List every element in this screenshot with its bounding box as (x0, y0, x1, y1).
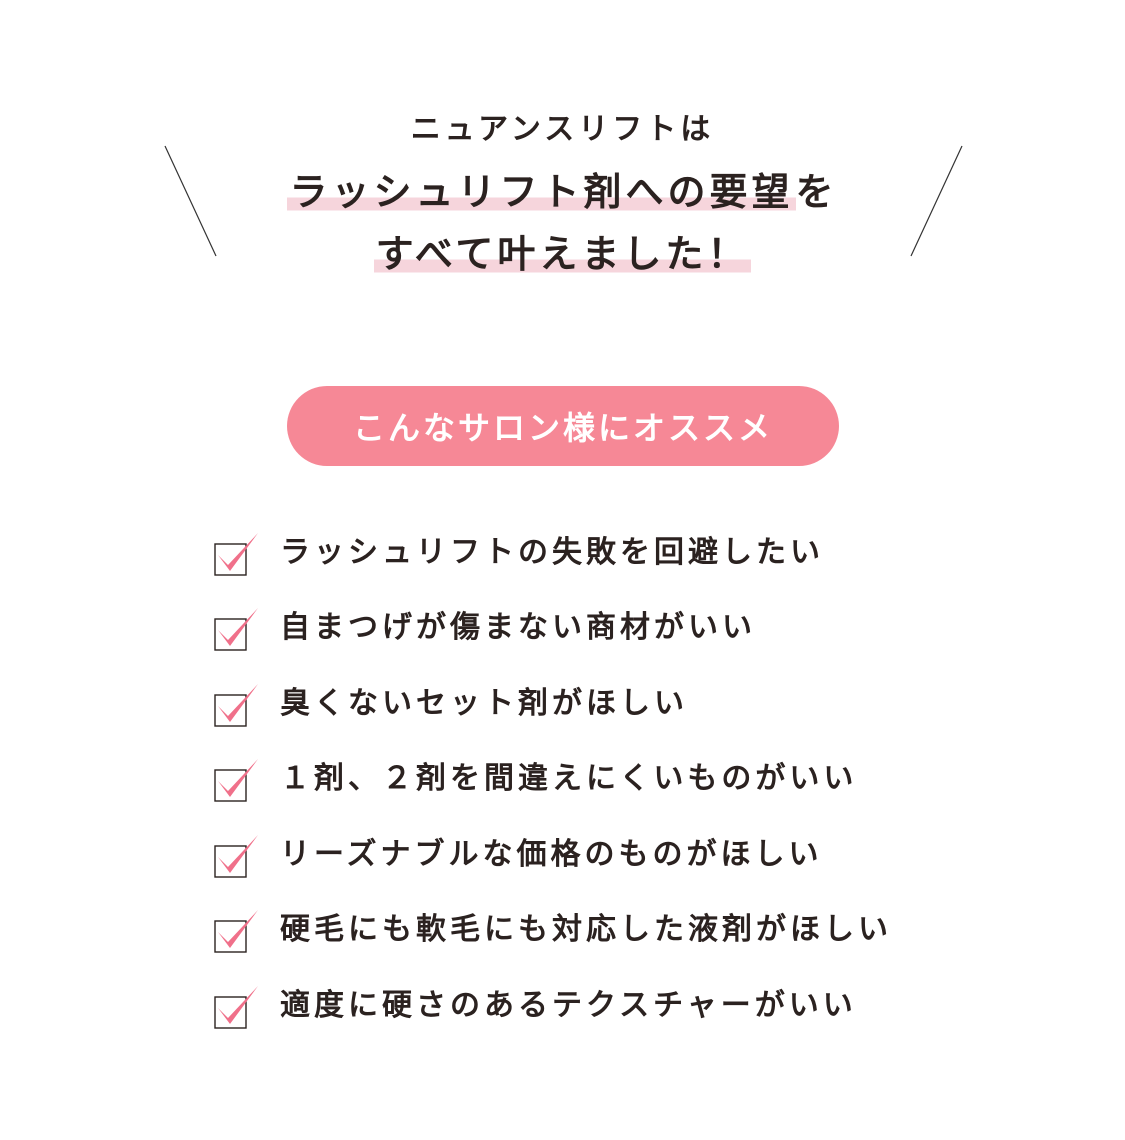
checkbox-checked-icon (210, 982, 258, 1030)
checkbox-checked-icon (210, 831, 258, 879)
checklist-item: ラッシュリフトの失敗を回避したい (210, 515, 892, 591)
headline-line-3: すべて叶えました！ (0, 226, 1125, 282)
checklist-item: 硬毛にも軟毛にも対応した液剤がほしい (210, 893, 892, 969)
checklist-item-label: 臭くないセット剤がほしい (280, 685, 688, 721)
checkbox-checked-icon (210, 906, 258, 954)
checklist-item: １剤、２剤を間違えにくいものがいい (210, 742, 892, 818)
recommendation-badge: こんなサロン様にオススメ (287, 386, 839, 466)
badge-label: こんなサロン様にオススメ (352, 409, 773, 447)
checklist-item: リーズナブルな価格のものがほしい (210, 817, 892, 893)
checkbox-checked-icon (210, 529, 258, 577)
checkbox-checked-icon (210, 680, 258, 728)
checklist-item-label: 自まつげが傷まない商材がいい (280, 610, 756, 646)
right-decorative-line (910, 145, 963, 257)
recommendation-checklist: ラッシュリフトの失敗を回避したい 自まつげが傷まない商材がいい 臭くないセット剤… (210, 515, 892, 1044)
checklist-item-label: 適度に硬さのあるテクスチャーがいい (280, 987, 857, 1023)
checklist-item: 自まつげが傷まない商材がいい (210, 591, 892, 667)
checkbox-checked-icon (210, 755, 258, 803)
headline-line-2-tail: を (795, 170, 838, 214)
left-decorative-line (164, 145, 963, 257)
checklist-item-label: 硬毛にも軟毛にも対応した液剤がほしい (280, 912, 892, 948)
checklist-item: 適度に硬さのあるテクスチャーがいい (210, 968, 892, 1044)
headline-highlight-2: すべて叶えました！ (373, 232, 752, 276)
checklist-item-label: リーズナブルな価格のものがほしい (280, 836, 823, 872)
headline-line-2: ラッシュリフト剤への要望を (0, 164, 1125, 220)
headline-line-1: ニュアンスリフトは (410, 112, 715, 147)
checklist-item-label: １剤、２剤を間違えにくいものがいい (280, 761, 858, 797)
checklist-item: 臭くないセット剤がほしい (210, 666, 892, 742)
headline-highlight-1: ラッシュリフト剤への要望 (287, 170, 796, 214)
checkbox-checked-icon (210, 604, 258, 652)
checklist-item-label: ラッシュリフトの失敗を回避したい (280, 534, 824, 570)
